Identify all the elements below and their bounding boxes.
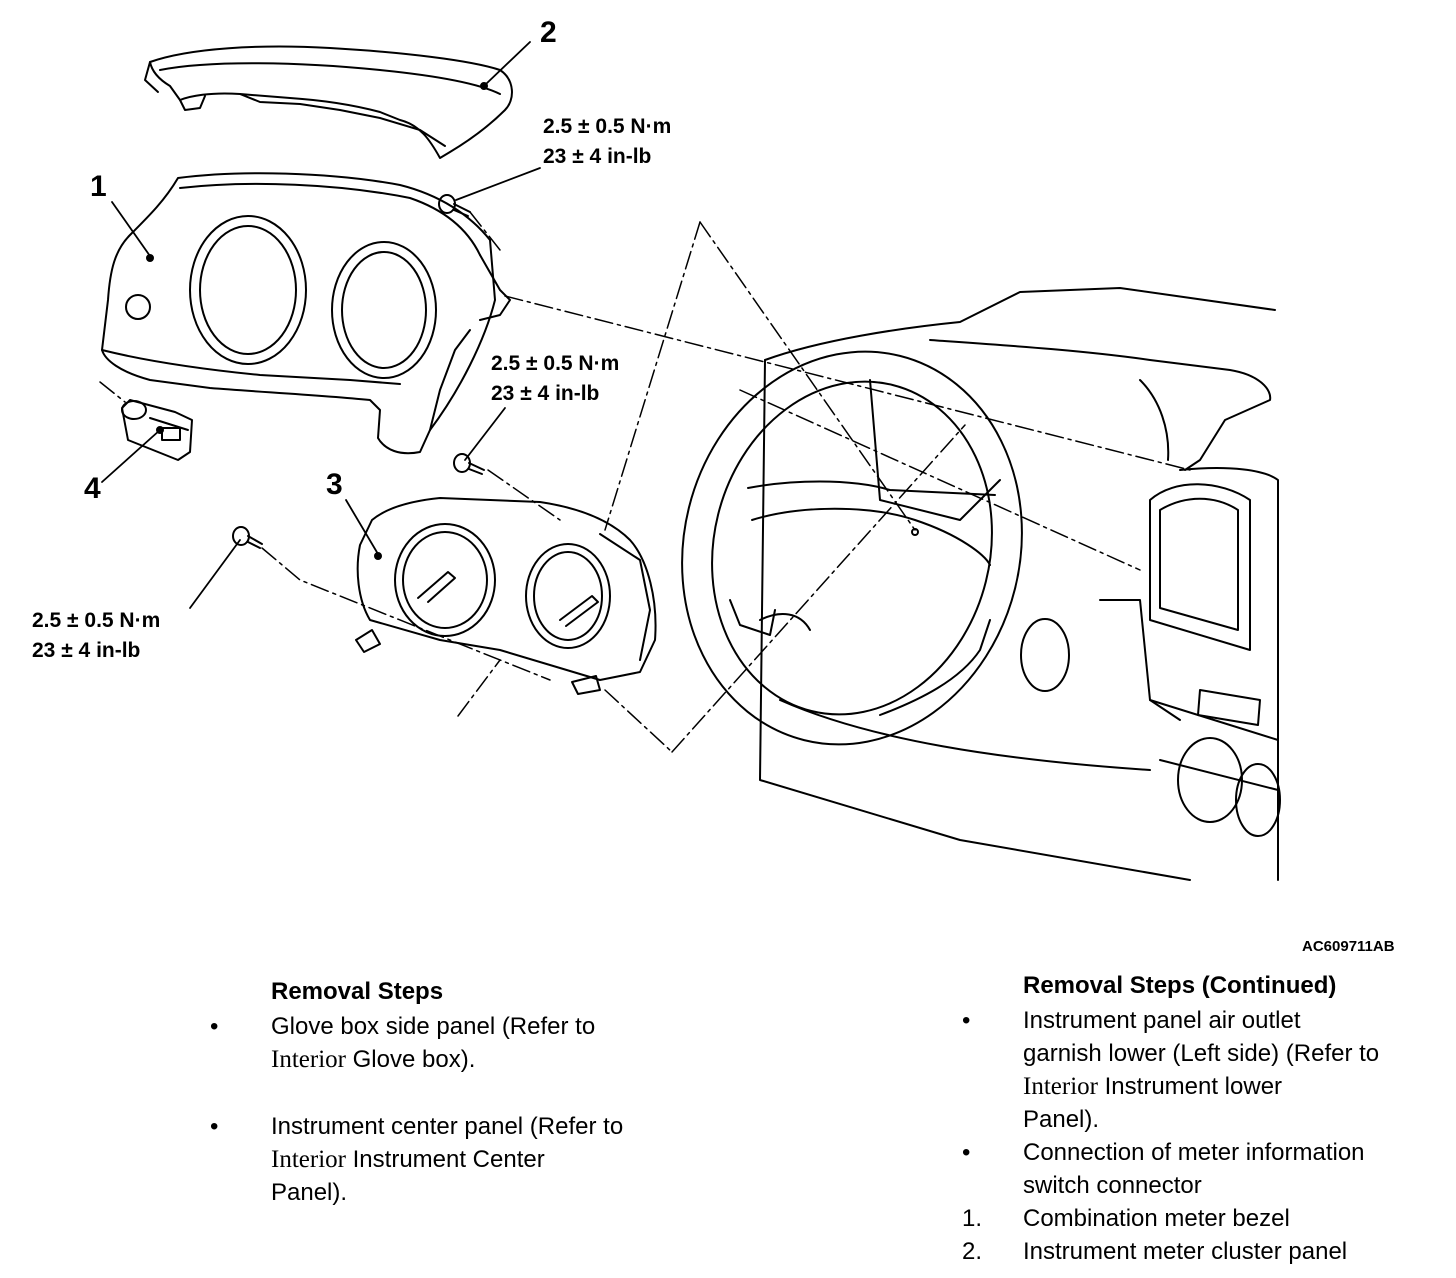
torque-imperial: 23 ± 4 in-lb (491, 382, 600, 405)
callout-2: 2 (540, 16, 557, 49)
dashboard (759, 287, 1281, 881)
step-text: garnish lower (Left side) (Refer to (1023, 1040, 1380, 1067)
step-text: Instrument Center (345, 1146, 545, 1173)
step-text: Glove box). (345, 1046, 476, 1073)
step-text: Panel). (271, 1179, 348, 1206)
torque-spec-mid: 2.5 ± 0.5 N·m 23 ± 4 in-lb (491, 349, 619, 409)
removal-steps-left: Removal Steps • Glove box side panel (Re… (210, 975, 690, 1209)
callout-4: 4 (84, 472, 101, 505)
combination-meter (355, 497, 657, 695)
torque-metric: 2.5 ± 0.5 N·m (32, 609, 161, 632)
step-item: • Instrument panel air outlet garnish lo… (962, 1004, 1442, 1136)
section-ref[interactable]: Interior (271, 1046, 346, 1073)
screw-top (438, 194, 471, 217)
step-item: 1. Combination meter bezel (962, 1202, 1442, 1235)
meter-switch (121, 399, 193, 461)
torque-spec-top: 2.5 ± 0.5 N·m 23 ± 4 in-lb (543, 112, 671, 172)
combination-meter-bezel (101, 172, 511, 455)
step-text: Panel). (1023, 1106, 1100, 1133)
bullet: • (962, 1139, 971, 1166)
step-text: Connection of meter information (1023, 1139, 1365, 1166)
step-text: Glove box side panel (Refer to (271, 1013, 596, 1040)
torque-imperial: 23 ± 4 in-lb (32, 639, 141, 662)
screw-mid (453, 453, 485, 475)
step-item: • Instrument center panel (Refer to Inte… (210, 1110, 690, 1209)
removal-steps-right: Removal Steps (Continued) • Instrument p… (962, 969, 1442, 1268)
torque-spec-left: 2.5 ± 0.5 N·m 23 ± 4 in-lb (32, 606, 160, 666)
step-number: 2. (962, 1238, 983, 1265)
bullet: • (962, 1007, 971, 1034)
step-item: • Glove box side panel (Refer to Interio… (210, 1010, 690, 1076)
torque-metric: 2.5 ± 0.5 N·m (491, 352, 620, 375)
bullet: • (210, 1113, 219, 1140)
step-text: Combination meter bezel (1023, 1205, 1290, 1232)
step-text: switch connector (1023, 1172, 1202, 1199)
step-text: Instrument panel air outlet (1023, 1007, 1301, 1034)
assembly-lines (99, 211, 1191, 753)
bullet: • (210, 1013, 219, 1040)
step-text: Instrument lower (1097, 1073, 1283, 1100)
step-item: • Connection of meter information switch… (962, 1136, 1442, 1202)
step-number: 1. (962, 1205, 983, 1232)
callout-1: 1 (90, 170, 107, 203)
steps-title: Removal Steps (Continued) (1023, 972, 1337, 999)
leader-lines (101, 41, 541, 609)
screw-left (232, 526, 263, 549)
steps-title: Removal Steps (271, 978, 444, 1005)
step-item: 2. Instrument meter cluster panel (962, 1235, 1442, 1268)
figure-code: AC609711AB (1302, 938, 1395, 955)
step-text: Instrument center panel (Refer to (271, 1113, 624, 1140)
torque-imperial: 23 ± 4 in-lb (543, 145, 652, 168)
callout-3: 3 (326, 468, 343, 501)
exploded-view-diagram (99, 41, 1281, 881)
steering-wheel (681, 350, 1023, 746)
torque-metric: 2.5 ± 0.5 N·m (543, 115, 672, 138)
section-ref[interactable]: Interior (1023, 1073, 1098, 1100)
step-text: Instrument meter cluster panel (1023, 1238, 1348, 1265)
cluster-panel-hood (144, 45, 513, 159)
section-ref[interactable]: Interior (271, 1146, 346, 1173)
